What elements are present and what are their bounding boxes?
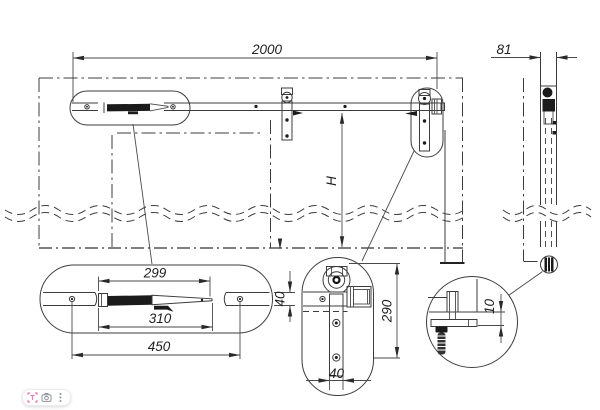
kebab-menu-icon xyxy=(59,393,62,402)
dim-label-H: H xyxy=(324,176,339,186)
dim-label-450: 450 xyxy=(148,339,171,354)
track-rail xyxy=(164,102,445,111)
dim-latch-inner: 299 xyxy=(98,266,211,297)
dim-label-290: 290 xyxy=(380,299,395,323)
image-actions-toolbar xyxy=(22,389,71,406)
dim-side-width: 81 xyxy=(491,42,577,60)
more-options-button[interactable] xyxy=(55,392,66,403)
dim-label-310: 310 xyxy=(149,311,172,326)
wall-outline xyxy=(38,77,463,262)
dim-label-10: 10 xyxy=(482,299,497,315)
door-edge xyxy=(440,130,465,264)
dim-door-height: H xyxy=(324,112,345,248)
dim-latch-mount: 450 xyxy=(71,302,241,359)
floor-guide-detail: 10 xyxy=(426,276,518,368)
camera-search-button[interactable] xyxy=(41,392,52,403)
text-recognition-icon xyxy=(27,392,38,403)
roller-balloon xyxy=(405,87,445,158)
break-lines xyxy=(4,205,592,222)
hanger-detail xyxy=(301,257,374,396)
dim-track-length: 2000 xyxy=(72,42,438,102)
dim-hanger-height: 290 xyxy=(349,263,400,359)
dim-rail-height: 40 xyxy=(273,238,295,322)
camera-icon xyxy=(41,393,52,402)
dim-latch-body: 310 xyxy=(98,303,213,331)
dim-hanger-offset: 40 xyxy=(306,366,371,390)
leader-lines xyxy=(132,123,543,296)
latch-detail xyxy=(39,264,273,334)
dim-label-40-offset: 40 xyxy=(329,366,345,381)
side-view xyxy=(523,52,558,274)
latch-balloon xyxy=(69,90,191,126)
dim-label-81: 81 xyxy=(496,42,511,57)
dim-label-40-rail: 40 xyxy=(273,291,288,307)
dim-label-2000: 2000 xyxy=(251,42,283,57)
text-recognition-button[interactable] xyxy=(27,392,38,403)
dim-label-299: 299 xyxy=(143,266,167,281)
middle-hanger xyxy=(281,87,303,141)
